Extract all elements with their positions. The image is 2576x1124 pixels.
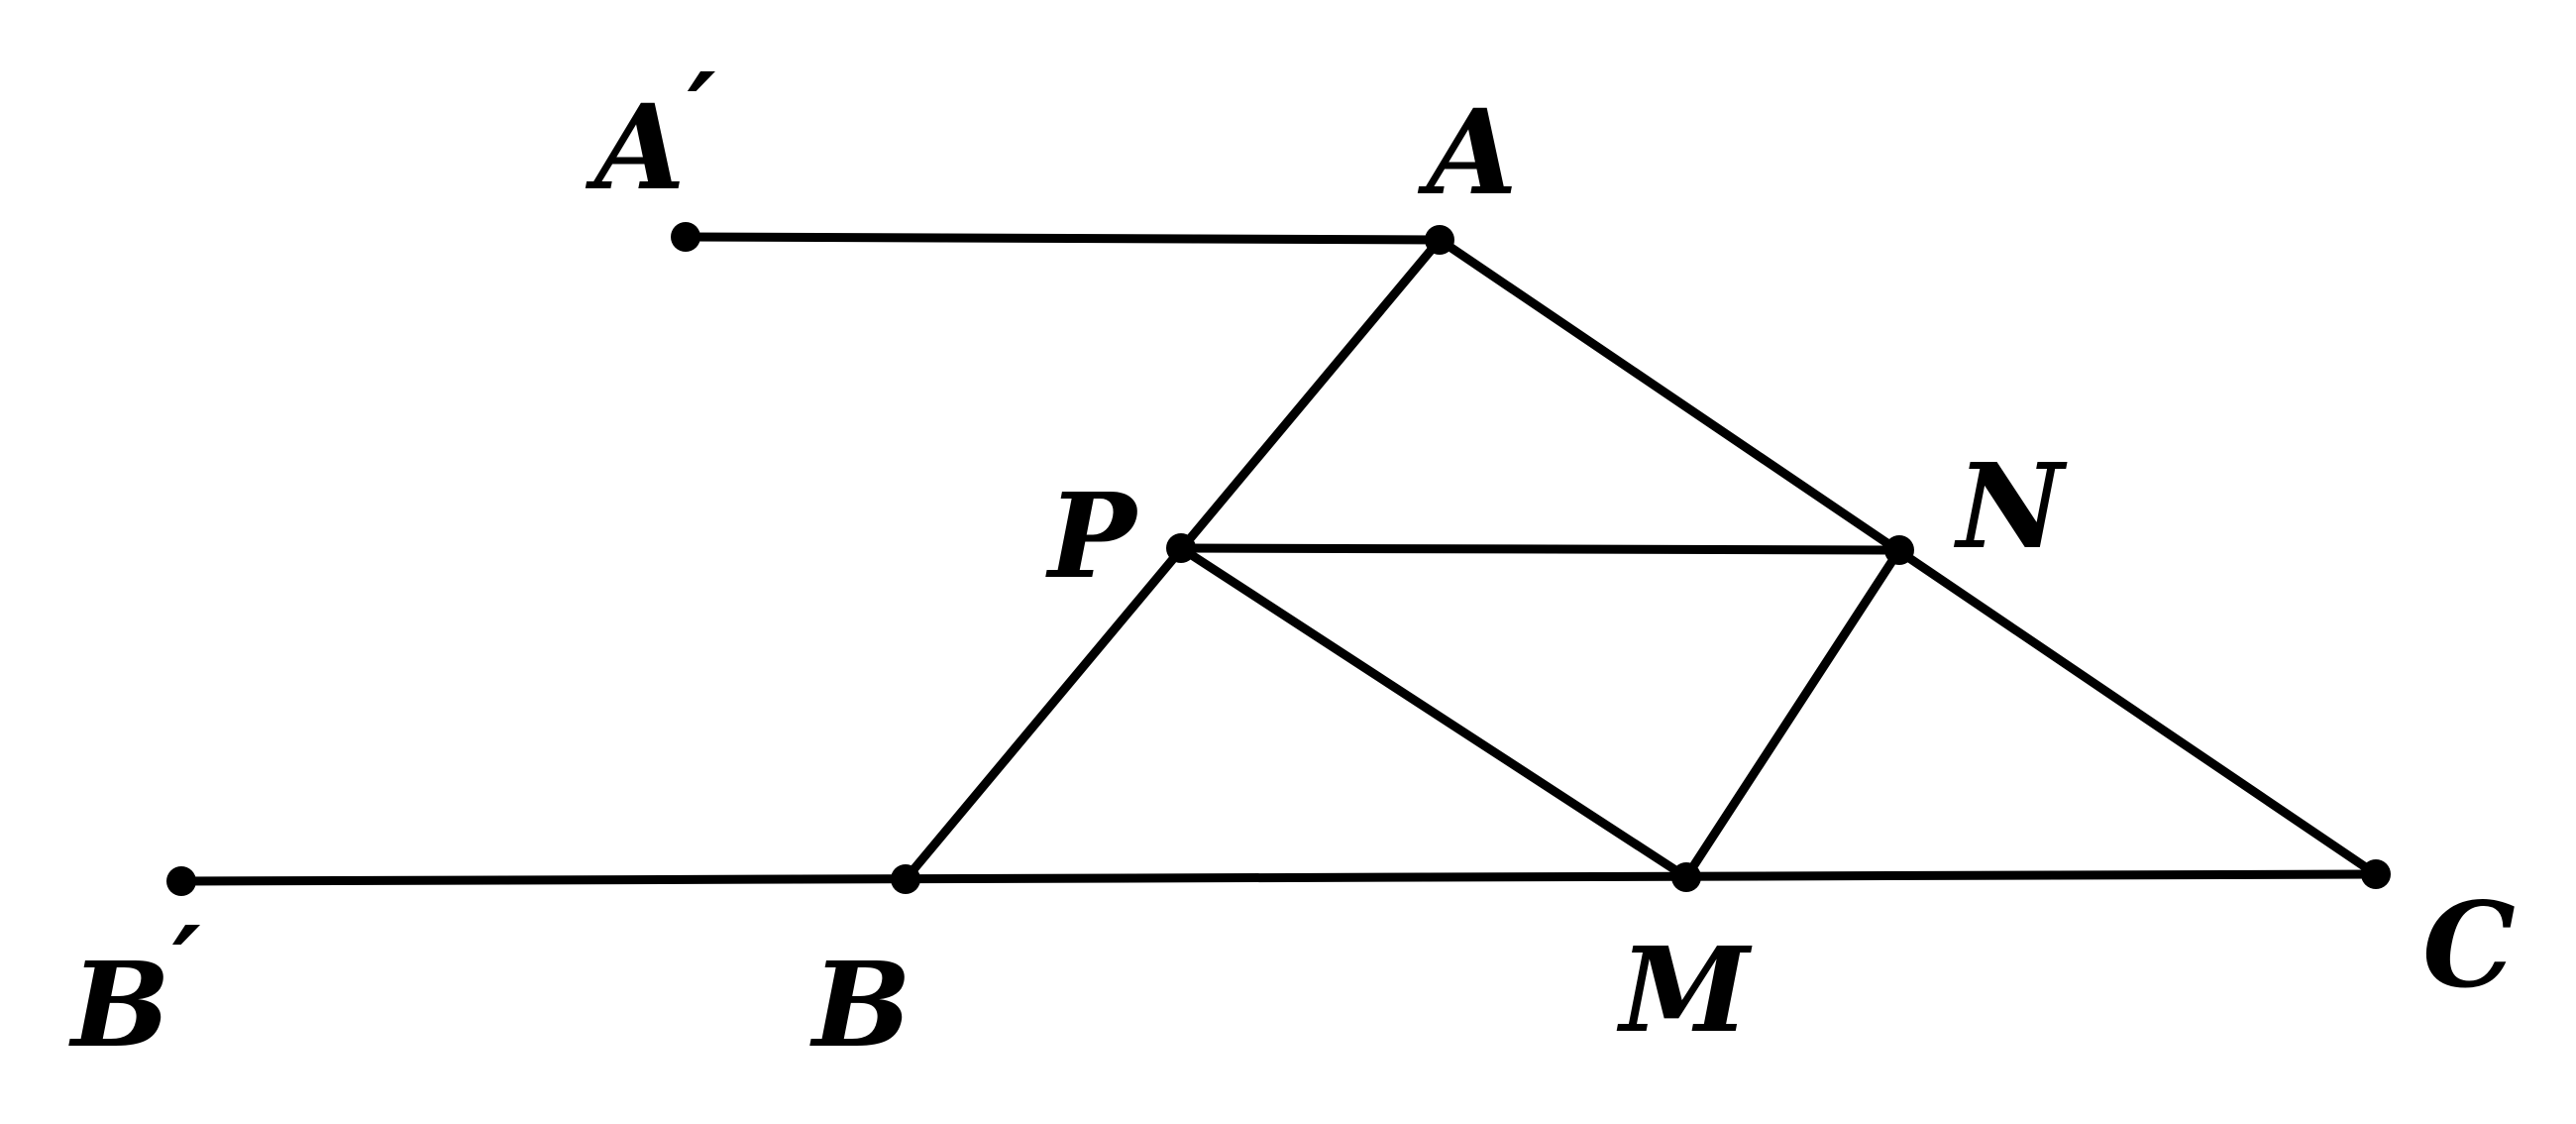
point-n bbox=[1884, 535, 1914, 565]
label-a-prime: A′ bbox=[585, 49, 716, 216]
segment-b-prime-c bbox=[176, 869, 2381, 886]
points-group bbox=[166, 222, 2391, 896]
label-b-prime: B′ bbox=[68, 902, 201, 1073]
label-m: M bbox=[1616, 921, 1753, 1059]
point-b bbox=[891, 864, 920, 894]
point-m bbox=[1671, 862, 1701, 892]
label-p: P bbox=[1045, 467, 1139, 605]
label-a: A bbox=[1417, 83, 1518, 221]
segment-n-m bbox=[1681, 545, 1904, 882]
point-p bbox=[1166, 533, 1196, 563]
segment-a-prime-a bbox=[681, 232, 1445, 245]
label-c: C bbox=[2422, 876, 2516, 1014]
point-c bbox=[2361, 859, 2391, 889]
point-a-prime bbox=[671, 222, 700, 252]
segment-p-m bbox=[1176, 543, 1691, 882]
point-a bbox=[1425, 225, 1454, 255]
point-b-prime bbox=[166, 866, 196, 896]
label-b: B bbox=[809, 936, 912, 1073]
label-n: N bbox=[1953, 437, 2068, 575]
labels-group: A′ A P N B′ B M C bbox=[68, 49, 2516, 1073]
segment-p-n bbox=[1176, 543, 1904, 555]
